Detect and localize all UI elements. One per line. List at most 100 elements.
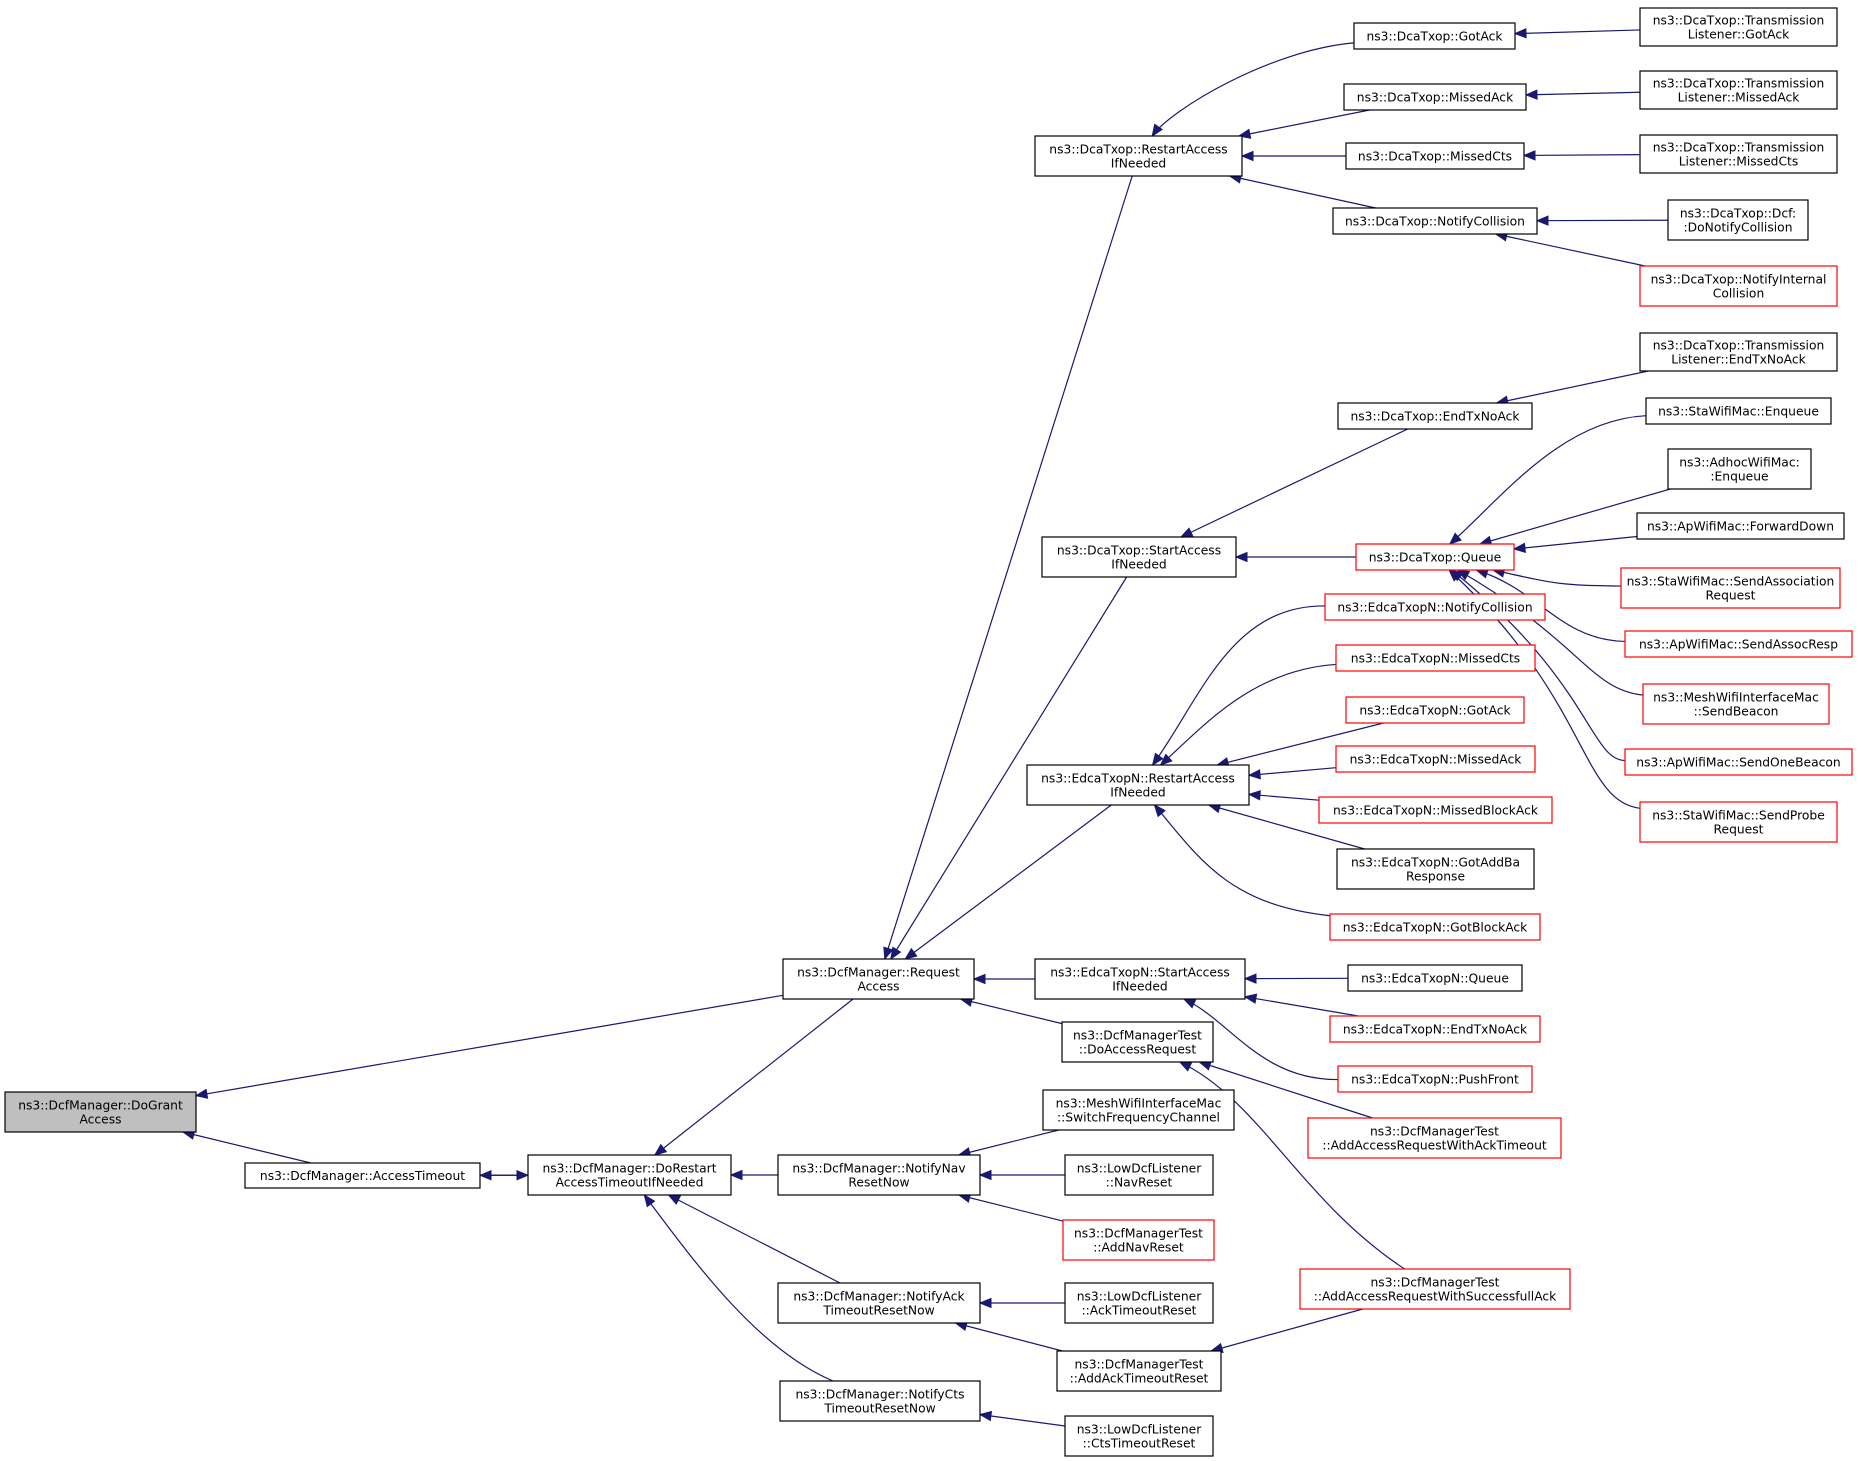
node-dca-end-tx-no-ack[interactable]: ns3::DcaTxop::EndTxNoAck (1337, 402, 1533, 430)
node-box[interactable] (1345, 142, 1525, 170)
node-dca-got-ack[interactable]: ns3::DcaTxop::GotAck (1353, 22, 1516, 50)
node-box[interactable] (1645, 397, 1832, 425)
node-dca-queue[interactable]: ns3::DcaTxop::Queue (1355, 543, 1515, 571)
node-box[interactable] (1639, 7, 1838, 47)
node-box[interactable] (1062, 1219, 1215, 1261)
node-do-restart-access-timeout[interactable]: ns3::DcfManager::DoRestartAccessTimeoutI… (527, 1154, 732, 1196)
node-dcf-test-do-access-request[interactable]: ns3::DcfManagerTest::DoAccessRequest (1061, 1021, 1214, 1063)
node-box[interactable] (1329, 1015, 1541, 1043)
node-low-cts-timeout-reset[interactable]: ns3::LowDcfListener::CtsTimeoutReset (1064, 1415, 1214, 1457)
node-box[interactable] (1307, 1117, 1562, 1159)
node-edca-notify-collision[interactable]: ns3::EdcaTxopN::NotifyCollision (1324, 593, 1546, 621)
node-box[interactable] (1345, 696, 1525, 724)
node-box[interactable] (1355, 543, 1515, 571)
node-box[interactable] (779, 1380, 981, 1422)
node-edca-got-block-ack[interactable]: ns3::EdcaTxopN::GotBlockAck (1329, 913, 1541, 941)
node-box[interactable] (1624, 630, 1853, 658)
node-box[interactable] (1639, 70, 1838, 110)
node-low-nav-reset[interactable]: ns3::LowDcfListener::NavReset (1064, 1154, 1214, 1196)
node-tl-end-tx-no-ack[interactable]: ns3::DcaTxop::TransmissionListener::EndT… (1639, 332, 1838, 372)
node-adhoc-enqueue[interactable]: ns3::AdhocWifiMac::Enqueue (1667, 448, 1812, 490)
node-box[interactable] (1034, 958, 1246, 1000)
node-box[interactable] (1624, 748, 1853, 776)
node-box[interactable] (1337, 1065, 1533, 1093)
node-edca-missed-cts[interactable]: ns3::EdcaTxopN::MissedCts (1335, 644, 1536, 672)
node-box[interactable] (1332, 207, 1538, 235)
node-box[interactable] (244, 1162, 481, 1189)
node-box[interactable] (1642, 683, 1830, 725)
node-box[interactable] (1336, 848, 1535, 890)
node-box[interactable] (1329, 913, 1541, 941)
node-box[interactable] (1347, 964, 1523, 992)
node-dca-missed-cts[interactable]: ns3::DcaTxop::MissedCts (1345, 142, 1525, 170)
node-box[interactable] (1026, 764, 1250, 806)
node-dcf-test-add-ack-timeout-reset[interactable]: ns3::DcfManagerTest::AddAckTimeoutReset (1056, 1350, 1222, 1392)
node-box[interactable] (1324, 593, 1546, 621)
node-low-ack-timeout-reset[interactable]: ns3::LowDcfListener::AckTimeoutReset (1064, 1282, 1214, 1324)
node-box[interactable] (1064, 1415, 1214, 1457)
node-dcf-do-notify-collision[interactable]: ns3::DcaTxop::Dcf::DoNotifyCollision (1667, 199, 1809, 241)
node-sta-enqueue[interactable]: ns3::StaWifiMac::Enqueue (1645, 397, 1832, 425)
node-notify-cts-timeout-reset-now[interactable]: ns3::DcfManager::NotifyCtsTimeoutResetNo… (779, 1380, 981, 1422)
node-edca-queue[interactable]: ns3::EdcaTxopN::Queue (1347, 964, 1523, 992)
node-box[interactable] (1318, 796, 1553, 824)
node-notify-ack-timeout-reset-now[interactable]: ns3::DcfManager::NotifyAckTimeoutResetNo… (777, 1282, 981, 1324)
node-box[interactable] (1064, 1154, 1214, 1196)
node-box[interactable] (1041, 536, 1237, 578)
node-mesh-send-beacon[interactable]: ns3::MeshWifiInterfaceMac::SendBeacon (1642, 683, 1830, 725)
node-box[interactable] (1636, 512, 1845, 540)
node-tl-got-ack[interactable]: ns3::DcaTxop::TransmissionListener::GotA… (1639, 7, 1838, 47)
node-box[interactable] (1343, 83, 1527, 111)
node-box[interactable] (1335, 745, 1536, 773)
node-box[interactable] (1639, 134, 1838, 174)
node-edca-missed-block-ack[interactable]: ns3::EdcaTxopN::MissedBlockAck (1318, 796, 1553, 824)
node-tl-missed-cts[interactable]: ns3::DcaTxop::TransmissionListener::Miss… (1639, 134, 1838, 174)
node-tl-missed-ack[interactable]: ns3::DcaTxop::TransmissionListener::Miss… (1639, 70, 1838, 110)
node-box[interactable] (4, 1091, 197, 1133)
node-edca-got-ack[interactable]: ns3::EdcaTxopN::GotAck (1345, 696, 1525, 724)
node-dca-missed-ack[interactable]: ns3::DcaTxop::MissedAck (1343, 83, 1527, 111)
node-box[interactable] (1299, 1268, 1571, 1310)
node-box[interactable] (1056, 1350, 1222, 1392)
node-dcf-test-add-access-req-ack-timeout[interactable]: ns3::DcfManagerTest::AddAccessRequestWit… (1307, 1117, 1562, 1159)
node-box[interactable] (1034, 135, 1243, 177)
node-edca-missed-ack[interactable]: ns3::EdcaTxopN::MissedAck (1335, 745, 1536, 773)
node-box[interactable] (1064, 1282, 1214, 1324)
node-dcf-test-add-access-req-successfull-ack[interactable]: ns3::DcfManagerTest::AddAccessRequestWit… (1299, 1268, 1571, 1310)
node-box[interactable] (1353, 22, 1516, 50)
node-mesh-switch-freq[interactable]: ns3::MeshWifiInterfaceMac::SwitchFrequen… (1042, 1089, 1235, 1131)
node-box[interactable] (1042, 1089, 1235, 1131)
node-box[interactable] (1061, 1021, 1214, 1063)
node-box[interactable] (1620, 567, 1841, 609)
node-box[interactable] (1639, 801, 1838, 843)
node-ap-send-assoc-resp[interactable]: ns3::ApWifiMac::SendAssocResp (1624, 630, 1853, 658)
node-ap-send-one-beacon[interactable]: ns3::ApWifiMac::SendOneBeacon (1624, 748, 1853, 776)
node-edca-push-front[interactable]: ns3::EdcaTxopN::PushFront (1337, 1065, 1533, 1093)
node-dca-notify-collision[interactable]: ns3::DcaTxop::NotifyCollision (1332, 207, 1538, 235)
node-box[interactable] (777, 1282, 981, 1324)
node-box[interactable] (1337, 402, 1533, 430)
node-edca-end-tx-no-ack[interactable]: ns3::EdcaTxopN::EndTxNoAck (1329, 1015, 1541, 1043)
node-ap-forward-down[interactable]: ns3::ApWifiMac::ForwardDown (1636, 512, 1845, 540)
node-box[interactable] (527, 1154, 732, 1196)
node-box[interactable] (782, 958, 975, 1000)
node-box[interactable] (1667, 199, 1809, 241)
node-box[interactable] (1639, 265, 1838, 307)
node-box[interactable] (1639, 332, 1838, 372)
node-box[interactable] (1667, 448, 1812, 490)
node-box[interactable] (1335, 644, 1536, 672)
node-access-timeout[interactable]: ns3::DcfManager::AccessTimeout (244, 1162, 481, 1189)
node-box[interactable] (777, 1154, 981, 1196)
node-dcf-test-add-nav-reset[interactable]: ns3::DcfManagerTest::AddNavReset (1062, 1219, 1215, 1261)
